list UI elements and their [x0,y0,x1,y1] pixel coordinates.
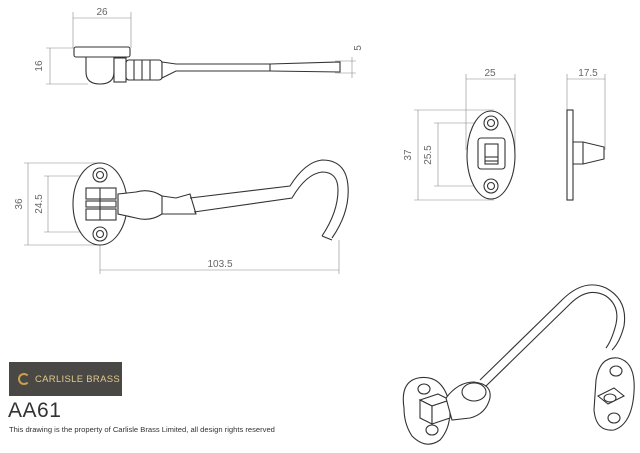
brand-mark-icon [18,373,30,385]
dim-front-height-inner: 24.5 [34,194,45,214]
screw-hole [92,167,108,183]
screw-hole [609,365,623,377]
top-swivel [125,59,163,81]
iso-hook-rod [485,291,618,387]
dim-eye-width: 25 [484,68,496,79]
top-pivot [113,57,127,83]
swivel-collar [161,193,197,215]
screw-hole [483,115,499,131]
front-view: 36 24.5 103.5 [14,159,349,274]
isometric-view [402,284,635,445]
knuckle [85,208,117,221]
top-rod [161,61,341,79]
eye-slot [484,143,499,165]
screw-hole [425,424,439,436]
screw-hole [417,383,431,395]
side-eye [572,141,605,165]
swivel-body [117,190,167,220]
dim-top-width: 26 [96,7,108,18]
side-plate [566,109,574,201]
iso-hook-rod-edge [479,284,626,381]
hook-rod-upper [189,159,349,239]
top-view: 26 16 5 [34,7,364,85]
dim-eye-depth: 17.5 [578,68,598,79]
eye-plate-side-view: 17.5 [566,68,606,201]
top-knuckle [85,56,115,85]
screw-hole [607,412,621,424]
screw-hole [92,226,108,242]
dim-rod: 5 [353,45,364,51]
eye-plate-front-view: 25 37 25.5 [403,68,516,201]
dim-front-height-outer: 36 [14,198,25,210]
hook-tip [321,235,333,241]
dim-front-length: 103.5 [207,259,232,270]
brand-logo: CARLISLE BRASS [9,362,122,396]
rights-note: This drawing is the property of Carlisle… [9,425,275,434]
knuckle [85,200,117,208]
screw-hole [483,178,499,194]
dim-eye-height-inner: 25.5 [423,145,434,165]
dim-top-height: 16 [34,60,45,72]
brand-name: CARLISLE BRASS [35,373,120,385]
product-code: AA61 [8,399,62,422]
top-plate [73,46,131,58]
dim-eye-height-outer: 37 [403,149,414,161]
hook-rod-lower [193,171,339,237]
knuckle [85,187,117,200]
